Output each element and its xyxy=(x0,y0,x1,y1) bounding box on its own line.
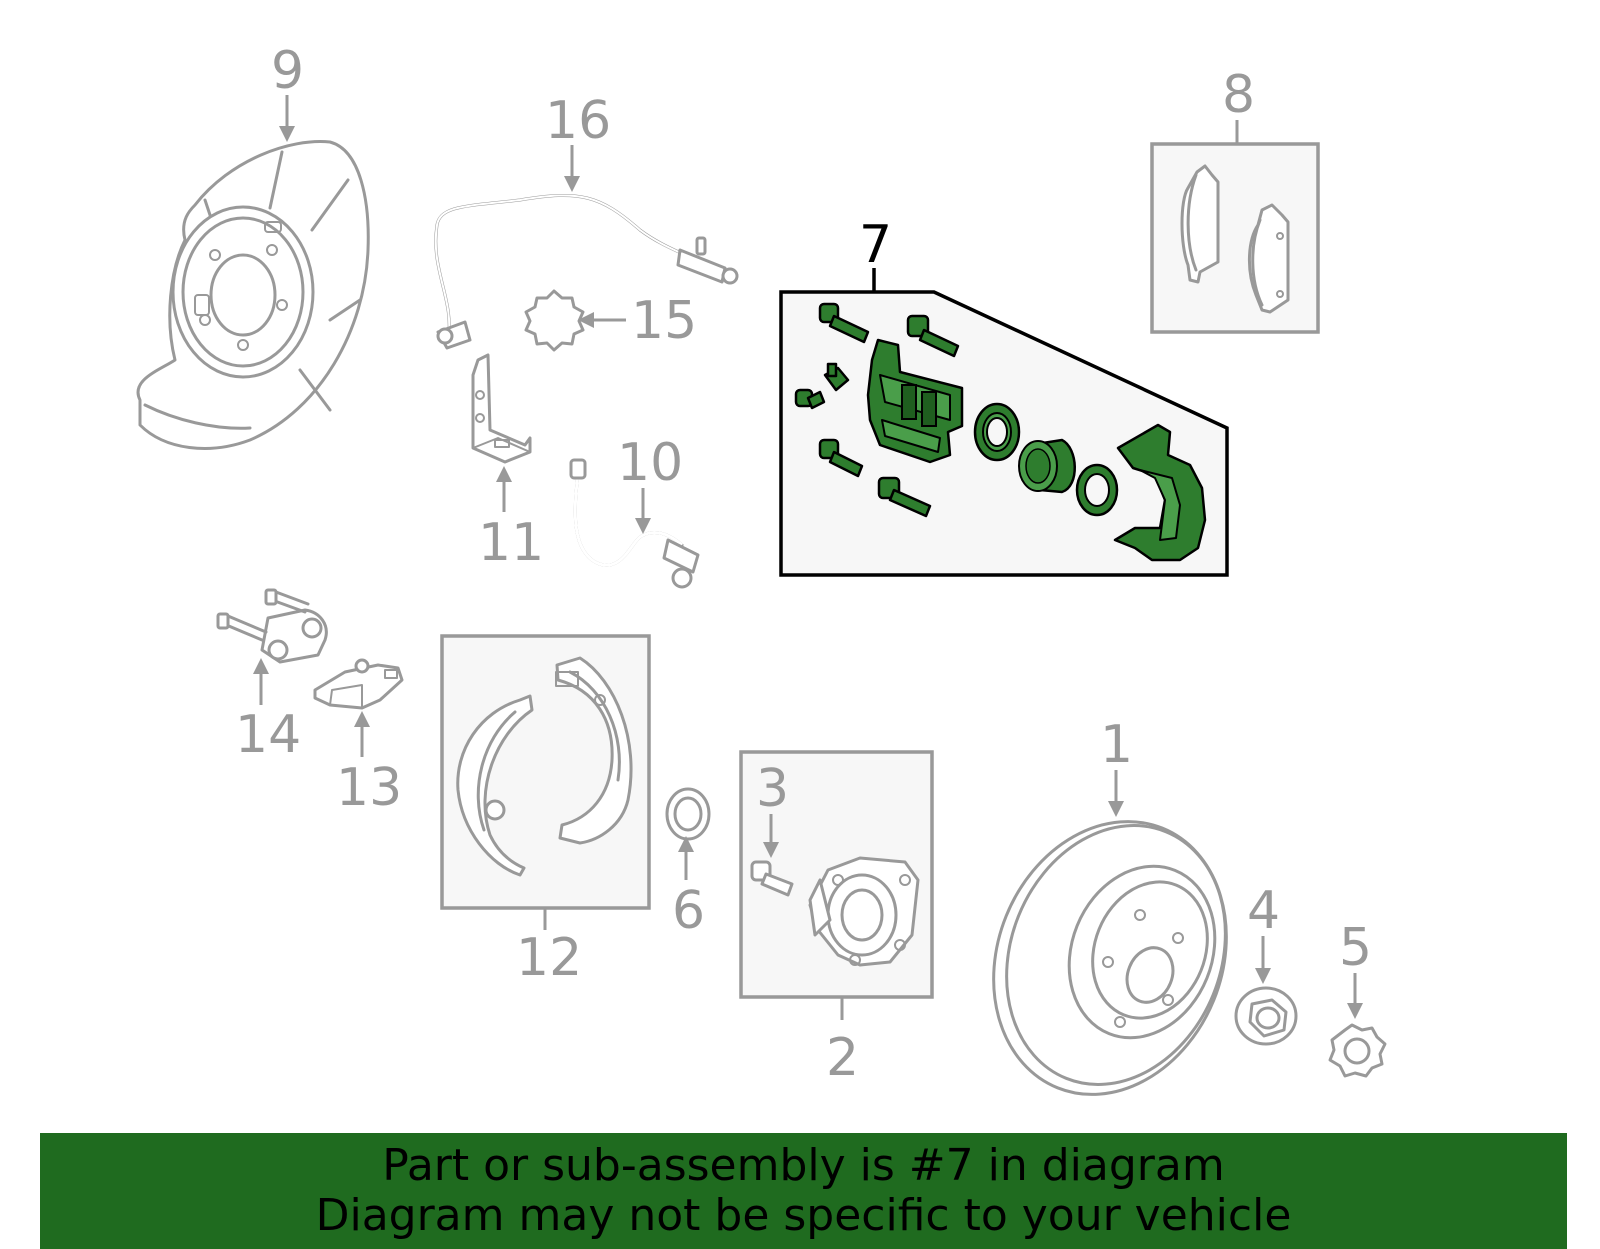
caliper-bolt-3 xyxy=(818,438,864,478)
callout-12: 12 xyxy=(516,928,582,988)
caliper-bolt-2 xyxy=(906,314,960,358)
abs-sensor-wire-part[interactable] xyxy=(434,194,739,350)
callout-4: 4 xyxy=(1247,881,1280,941)
callout-6: 6 xyxy=(672,881,705,941)
bleeder-screw xyxy=(794,362,850,410)
sensor-bracket-part[interactable] xyxy=(471,353,532,464)
caliper-bolt-4 xyxy=(877,476,932,518)
brake-hose-part[interactable] xyxy=(569,458,700,589)
caliper-piston xyxy=(1018,438,1076,494)
callout-14: 14 xyxy=(235,705,301,765)
banner-line-2: Diagram may not be specific to your vehi… xyxy=(315,1190,1292,1241)
caliper-housing xyxy=(866,338,964,464)
dust-shield-part[interactable] xyxy=(136,140,370,450)
brake-shoes-part[interactable] xyxy=(440,634,651,910)
hub-bolt-part[interactable] xyxy=(750,860,794,897)
seal-ring-part[interactable] xyxy=(665,787,711,841)
callout-5: 5 xyxy=(1339,918,1372,978)
caliper-kit-part[interactable] xyxy=(779,290,1229,577)
caliper-seal xyxy=(973,402,1021,462)
axle-nut-part[interactable] xyxy=(1328,1023,1387,1078)
callout-11: 11 xyxy=(478,513,544,573)
hub-bearing-part[interactable] xyxy=(739,750,934,999)
banner-line-1: Part or sub-assembly is #7 in diagram xyxy=(382,1140,1225,1191)
callout-7: 7 xyxy=(859,215,892,275)
callout-16: 16 xyxy=(545,91,611,151)
callout-9: 9 xyxy=(271,41,304,101)
callout-3: 3 xyxy=(756,759,789,819)
caliper-bracket xyxy=(1113,423,1207,562)
callout-8: 8 xyxy=(1222,65,1255,125)
tone-ring-part[interactable] xyxy=(524,289,585,352)
slide-pins-part[interactable] xyxy=(216,588,328,664)
brake-rotor-part[interactable] xyxy=(954,786,1267,1130)
caliper-bolt-1 xyxy=(818,302,870,344)
piston-boot xyxy=(1075,463,1119,517)
callout-15: 15 xyxy=(631,291,697,351)
callout-10: 10 xyxy=(617,433,683,493)
callout-1: 1 xyxy=(1100,715,1133,775)
callout-13: 13 xyxy=(336,758,402,818)
callout-2: 2 xyxy=(826,1028,859,1088)
lug-nut-part[interactable] xyxy=(1234,986,1298,1046)
info-banner: Part or sub-assembly is #7 in diagram Di… xyxy=(40,1133,1567,1249)
brake-pads-part[interactable] xyxy=(1150,142,1320,334)
parking-lever-part[interactable] xyxy=(313,658,404,710)
